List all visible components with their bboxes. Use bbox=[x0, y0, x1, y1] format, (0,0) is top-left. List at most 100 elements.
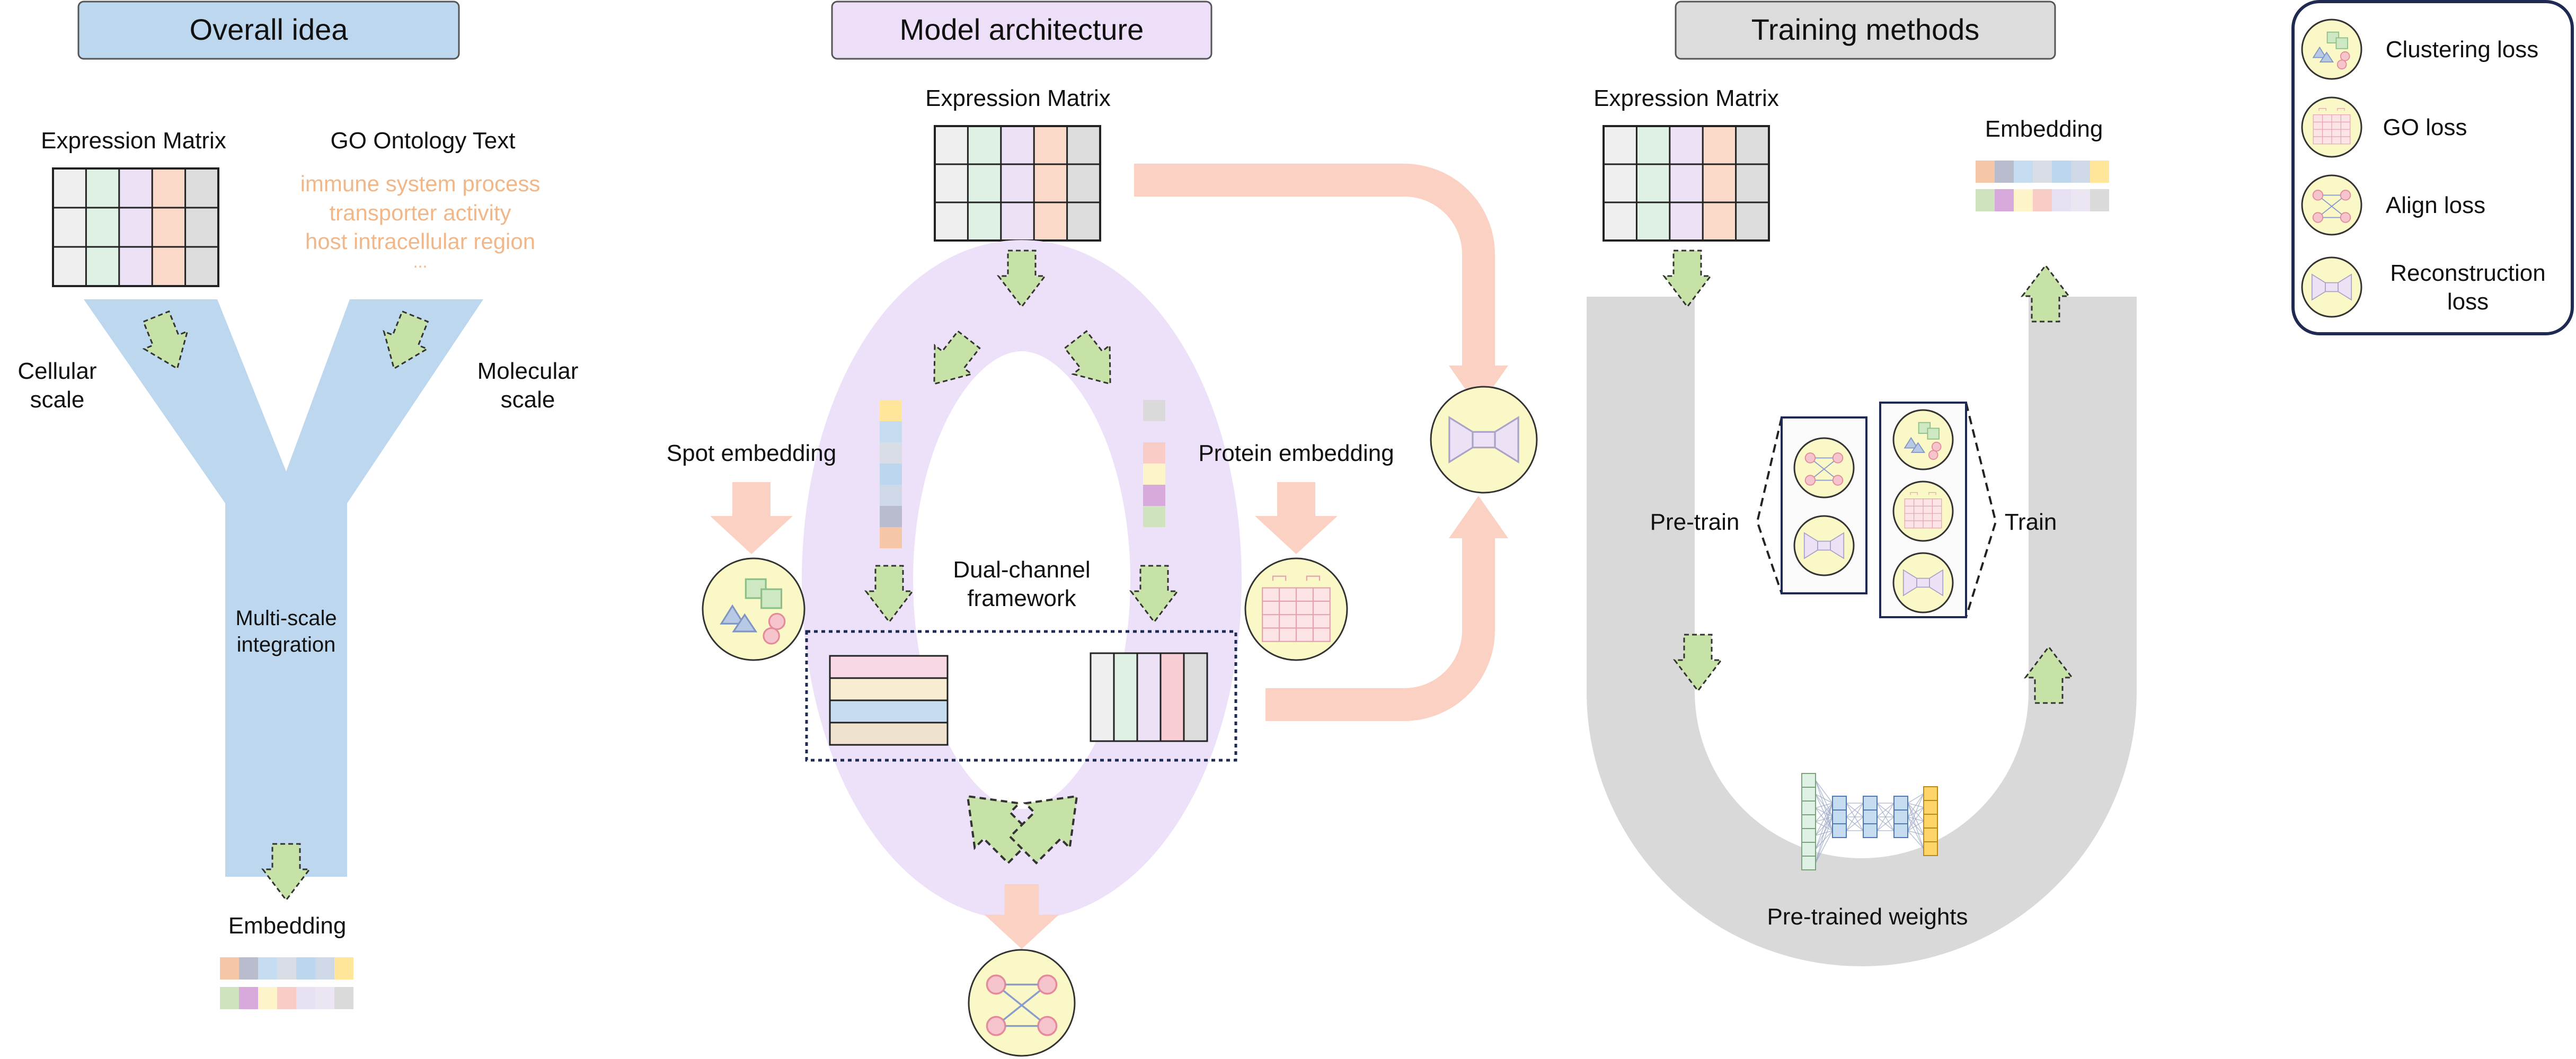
go-term-ellipsis: ... bbox=[413, 252, 428, 271]
protein-column bbox=[1159, 652, 1185, 742]
panel-training-methods: Training methods Expression Matrix Embed… bbox=[1587, 1, 2137, 966]
network-node bbox=[1863, 809, 1878, 824]
spot-row bbox=[829, 722, 949, 746]
pretrained-weights-network bbox=[1801, 773, 1938, 870]
reconstruction-path-top bbox=[1134, 164, 1495, 381]
matrix-column bbox=[968, 126, 1001, 241]
embedding-cell bbox=[1995, 161, 2014, 183]
network-node bbox=[1923, 827, 1938, 842]
network-node bbox=[1832, 796, 1847, 811]
network-connection bbox=[1846, 816, 1864, 831]
pretrained-weights-label: Pre-trained weights bbox=[1767, 904, 1968, 930]
network-connection bbox=[1907, 793, 1924, 804]
pretrain-bracket bbox=[1756, 417, 1783, 594]
protein-embedding-vector bbox=[1143, 400, 1165, 527]
embedding-cell bbox=[2052, 161, 2071, 183]
spot-clustering-circle bbox=[702, 557, 805, 661]
loss-legend: Clustering loss GO loss Align loss Recon… bbox=[2291, 0, 2574, 335]
network-connection bbox=[1815, 780, 1833, 804]
reconstruction-path-bottom-head bbox=[1449, 496, 1508, 538]
embedding-cell bbox=[334, 957, 353, 980]
network-connection bbox=[1815, 803, 1833, 836]
network-connection bbox=[1907, 793, 1924, 817]
network-node bbox=[1801, 842, 1816, 857]
embedding-cell bbox=[296, 987, 315, 1009]
embedding-cell bbox=[2033, 161, 2052, 183]
matrix-column bbox=[86, 168, 119, 286]
embedding-cell bbox=[258, 987, 277, 1009]
spot-row bbox=[829, 655, 949, 679]
model-expression-label: Expression Matrix bbox=[925, 85, 1111, 111]
matrix-column bbox=[1034, 126, 1067, 241]
legend-align-label: Align loss bbox=[2386, 192, 2485, 218]
matrix-column bbox=[185, 168, 218, 286]
legend-box bbox=[2291, 0, 2574, 335]
model-title: Model architecture bbox=[900, 13, 1144, 46]
model-expression-matrix bbox=[934, 125, 1101, 242]
embedding-cell bbox=[239, 987, 258, 1009]
matrix-column bbox=[1636, 126, 1670, 241]
network-node bbox=[1801, 800, 1816, 815]
protein-column bbox=[1113, 652, 1138, 742]
protein-column bbox=[1090, 652, 1115, 742]
vector-cell bbox=[1143, 464, 1165, 485]
network-node bbox=[1832, 809, 1847, 824]
legend-clustering-label: Clustering loss bbox=[2386, 37, 2539, 63]
go-term-2: transporter activity bbox=[329, 200, 511, 225]
embedding-cell bbox=[220, 957, 239, 980]
embedding-cell bbox=[1976, 161, 1995, 183]
matrix-column bbox=[152, 168, 185, 286]
matrix-border bbox=[1603, 125, 1770, 242]
panel-model-architecture: Model architecture Expression Matrix Spo… bbox=[667, 1, 1538, 1057]
embedding-cell bbox=[334, 987, 353, 1009]
overall-title: Overall idea bbox=[190, 13, 349, 46]
train-bracket bbox=[1965, 402, 1997, 618]
network-node bbox=[1893, 823, 1908, 838]
embedding-cell bbox=[2071, 161, 2090, 183]
multi-scale-y-shape bbox=[84, 299, 483, 877]
network-connection bbox=[1815, 816, 1833, 864]
embedding-cell bbox=[2071, 189, 2090, 211]
spot-embedding-label: Spot embedding bbox=[667, 440, 836, 466]
protein-column-matrix bbox=[1090, 652, 1208, 742]
network-connection bbox=[1846, 803, 1864, 817]
network-connection bbox=[1907, 830, 1924, 849]
network-connection bbox=[1907, 807, 1924, 831]
reconstruction-path-bottom bbox=[1265, 530, 1495, 721]
train-label: Train bbox=[2005, 509, 2057, 535]
network-node bbox=[1923, 814, 1938, 829]
legend-align-circle bbox=[2301, 174, 2362, 236]
vector-cell bbox=[880, 442, 902, 464]
network-node bbox=[1863, 796, 1878, 811]
legend-clustering-circle bbox=[2301, 19, 2362, 80]
embedding-cell bbox=[315, 987, 334, 1009]
network-connection bbox=[1815, 830, 1833, 864]
legend-go-label: GO loss bbox=[2383, 114, 2467, 140]
training-u-shape bbox=[1587, 297, 2137, 966]
vector-cell bbox=[880, 400, 902, 421]
dual-channel-dotted-box bbox=[805, 630, 1237, 762]
overall-embedding-label: Embedding bbox=[228, 913, 347, 939]
vector-cell bbox=[880, 527, 902, 548]
training-title-box bbox=[1675, 1, 2056, 60]
go-term-1: immune system process bbox=[300, 171, 541, 196]
embedding-cell bbox=[2014, 161, 2033, 183]
embedding-cell bbox=[2014, 189, 2033, 211]
embedding-cell bbox=[1995, 189, 2014, 211]
network-node bbox=[1801, 828, 1816, 843]
network-node bbox=[1863, 823, 1878, 838]
vector-cell bbox=[880, 485, 902, 506]
network-connection bbox=[1815, 803, 1833, 850]
spot-row bbox=[829, 699, 949, 724]
network-node bbox=[1801, 856, 1816, 870]
network-connection bbox=[1815, 794, 1833, 804]
embedding-cell bbox=[277, 957, 296, 980]
network-node bbox=[1893, 796, 1908, 811]
network-node bbox=[1923, 841, 1938, 856]
pretrain-align-circle bbox=[1793, 437, 1855, 499]
